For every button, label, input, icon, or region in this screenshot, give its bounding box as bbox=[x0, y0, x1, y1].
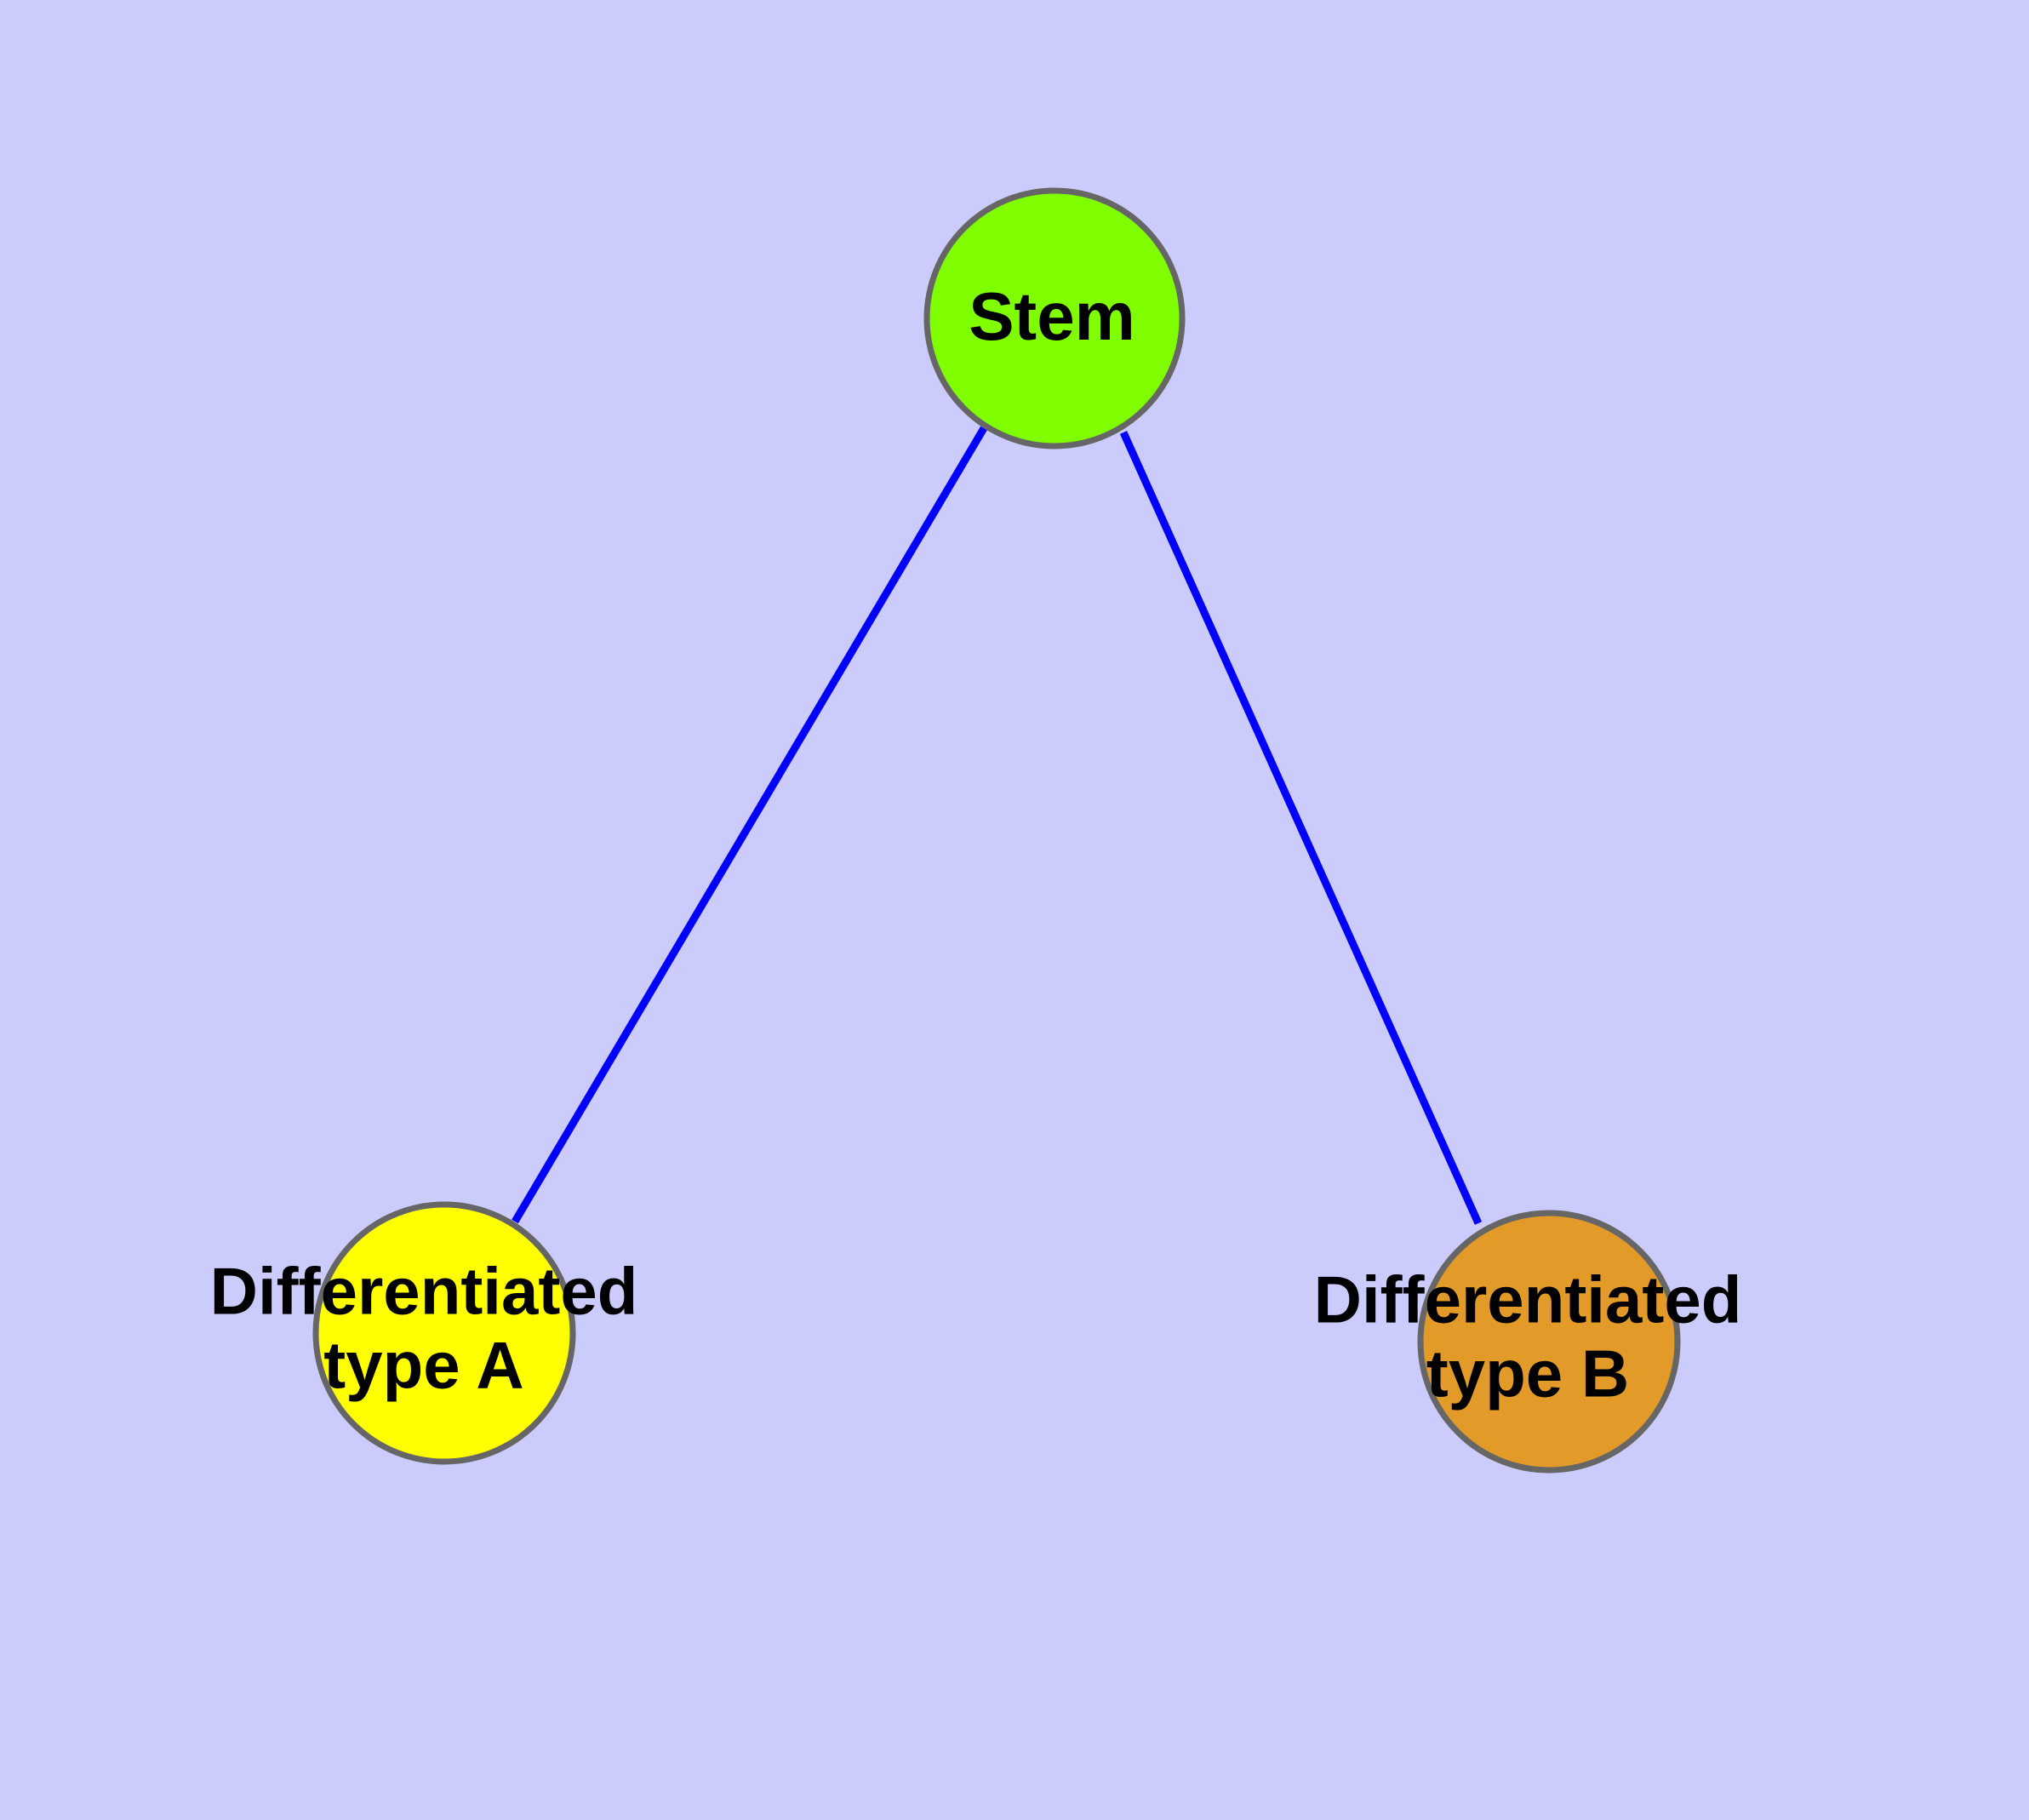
node-stem-label: Stem bbox=[969, 278, 1135, 354]
edges-layer bbox=[512, 426, 1483, 1225]
edge-stem-to-differentiated-type-b[interactable] bbox=[1119, 431, 1483, 1225]
nodes-layer bbox=[312, 187, 1681, 1474]
node-differentiated-type-a-circle[interactable] bbox=[312, 1201, 576, 1465]
node-stem-circle[interactable] bbox=[923, 187, 1186, 449]
edge-stem-to-differentiated-type-a[interactable] bbox=[512, 426, 987, 1224]
node-differentiated-type-b-circle[interactable] bbox=[1417, 1210, 1681, 1474]
